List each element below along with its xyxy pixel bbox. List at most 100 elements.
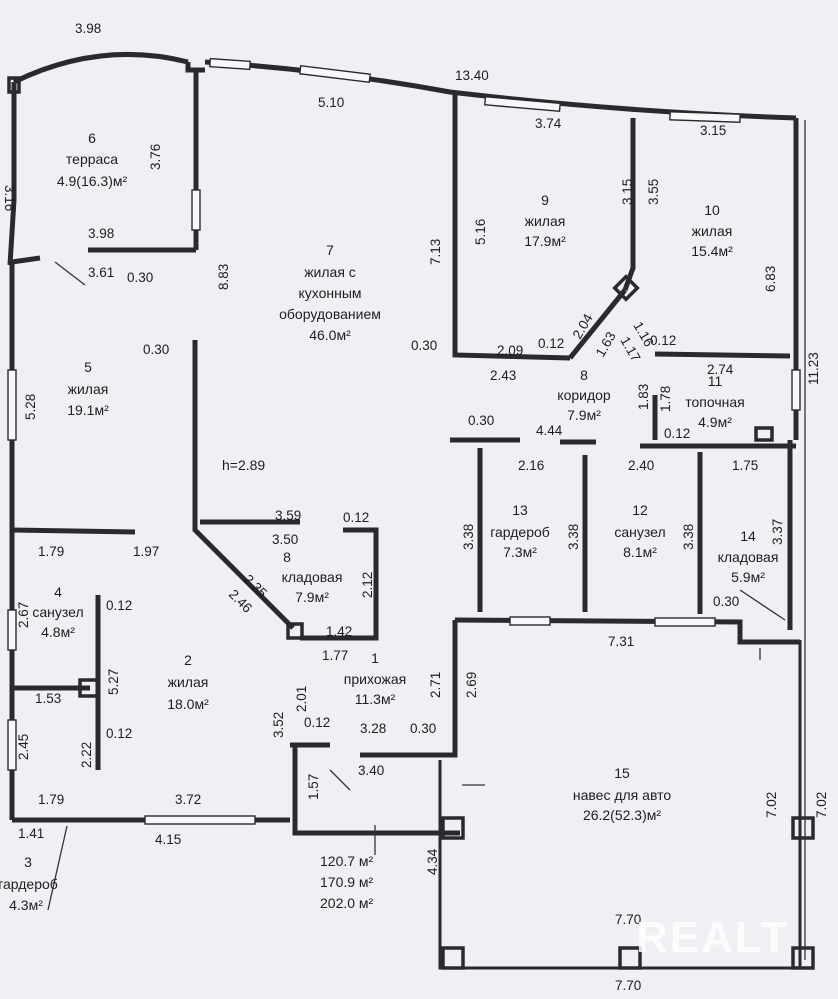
dimension-labels: 3.98 13.40 5.10 3.74 3.15 3.76 3.16 3.98…: [2, 21, 829, 993]
room-area: 4.9м²: [698, 414, 732, 430]
dimension-label: 2.67: [16, 602, 31, 628]
dimension-label: 3.50: [272, 532, 298, 547]
dimension-label: 1.79: [38, 792, 64, 807]
dimension-label: 7.70: [615, 912, 641, 927]
room-name: кухонным: [298, 285, 361, 301]
column-storage8: [286, 622, 304, 640]
dimension-label: 4.34: [425, 848, 440, 875]
boiler-symbol: [754, 426, 774, 442]
room-number: 8: [283, 549, 291, 565]
dimension-label: 1.83: [636, 384, 651, 410]
room-name: санузел: [32, 604, 83, 620]
column-carport-4: [791, 816, 815, 840]
window-room11: [791, 369, 801, 411]
room-name: кладовая: [282, 569, 343, 585]
column-carport-3: [791, 946, 815, 970]
dimension-label: 1.77: [322, 648, 348, 663]
area-totals: 120.7 м² 170.9 м² 202.0 м²: [320, 853, 374, 911]
room-area: 5.9м²: [731, 569, 765, 585]
window-terrace: [191, 189, 201, 231]
room-area: 7.9м²: [567, 407, 601, 423]
room-number: 9: [541, 192, 549, 208]
dimension-label: 1.97: [133, 544, 159, 559]
dimension-label: 3.16: [2, 185, 17, 211]
dimension-label: 13.40: [455, 68, 489, 83]
dimension-label: 3.61: [88, 265, 114, 280]
dimension-label: 7.13: [428, 239, 443, 265]
room-number: 11: [708, 373, 723, 389]
dimension-label: 3.37: [770, 519, 785, 545]
dimension-label: 2.40: [628, 458, 654, 473]
room-name: жилая с: [304, 264, 356, 280]
dimension-label: 0.30: [143, 342, 169, 357]
dimension-label: 1.57: [306, 774, 321, 800]
dimension-label: 0.12: [538, 336, 564, 351]
dimension-label: 3.76: [148, 144, 163, 170]
room-name: санузел: [614, 524, 665, 540]
dimension-label: 3.55: [646, 179, 661, 205]
room-number: 13: [512, 502, 528, 518]
dimension-label: 0.12: [664, 426, 690, 441]
window-room14: [654, 617, 716, 627]
room-number: 10: [704, 202, 720, 218]
dimension-label: 0.12: [650, 333, 676, 348]
hall-right-wall: [360, 620, 458, 758]
room-name: оборудованием: [279, 306, 381, 322]
column-room2: [78, 678, 100, 698]
dimension-label: 2.71: [428, 672, 443, 698]
leader-room3: [47, 825, 68, 911]
columns: [7, 76, 815, 970]
dimension-label: 3.98: [88, 226, 114, 241]
room-name: жилая: [525, 213, 566, 229]
hall-bottom-wall: [292, 745, 460, 836]
dimension-label: 7.70: [615, 978, 641, 993]
room7-left-wall: [192, 340, 295, 630]
dimension-label: 1.42: [326, 624, 352, 639]
dimension-label: 1.41: [18, 826, 44, 841]
room-name: навес для авто: [573, 787, 671, 803]
leader-030: [739, 589, 786, 621]
room-name: жилая: [168, 674, 209, 690]
dimension-label: 1.75: [732, 458, 758, 473]
service-bottom-wall: [454, 617, 800, 645]
room9-left-wall: [452, 92, 571, 361]
dimension-label: 5.16: [473, 219, 488, 245]
total-area-overall: 202.0 м²: [320, 895, 374, 911]
dimension-label: 7.31: [608, 634, 634, 649]
dimension-label: 1.53: [35, 691, 61, 706]
window-room2-side: [7, 719, 17, 771]
dimension-label: 1.79: [38, 544, 64, 559]
ceiling-height: h=2.89: [222, 457, 265, 473]
dimension-label: 2.09: [497, 343, 523, 358]
window-room7-b: [298, 64, 372, 84]
dimension-label: 0.30: [713, 594, 739, 609]
dimension-label: 3.38: [566, 524, 581, 550]
room5-bottom-wall: [11, 527, 136, 535]
leaders: [47, 120, 806, 960]
dimension-label: 0.12: [106, 726, 132, 741]
dimension-label: 2.74: [707, 362, 734, 377]
dimension-label: 3.74: [535, 116, 562, 131]
dimension-label: 1.78: [658, 386, 673, 412]
dimension-label: 3.15: [620, 179, 635, 205]
dimension-label: 3.40: [358, 763, 384, 778]
dimension-label: 2.69: [464, 672, 479, 698]
room5-top-wall: [11, 255, 41, 265]
column-carport-2: [618, 946, 642, 970]
room-name: гардероб: [490, 524, 550, 540]
room-number: 2: [184, 652, 192, 668]
room-number: 6: [88, 130, 96, 146]
dimension-label: 3.52: [271, 712, 286, 738]
room-number: 14: [740, 528, 756, 544]
room-name: прихожая: [344, 671, 406, 687]
dimension-label: 2.12: [360, 572, 375, 598]
dimension-label: 0.30: [468, 413, 494, 428]
dimension-label: 5.27: [106, 669, 121, 695]
dimension-label: 2.04: [570, 311, 596, 342]
room-area: 4.3м²: [9, 897, 43, 913]
dimension-label: 2.43: [490, 368, 516, 383]
dimension-label: 2.01: [294, 686, 309, 712]
leader-157: [329, 769, 351, 791]
room-area: 46.0м²: [309, 327, 351, 343]
room-area: 17.9м²: [524, 233, 566, 249]
